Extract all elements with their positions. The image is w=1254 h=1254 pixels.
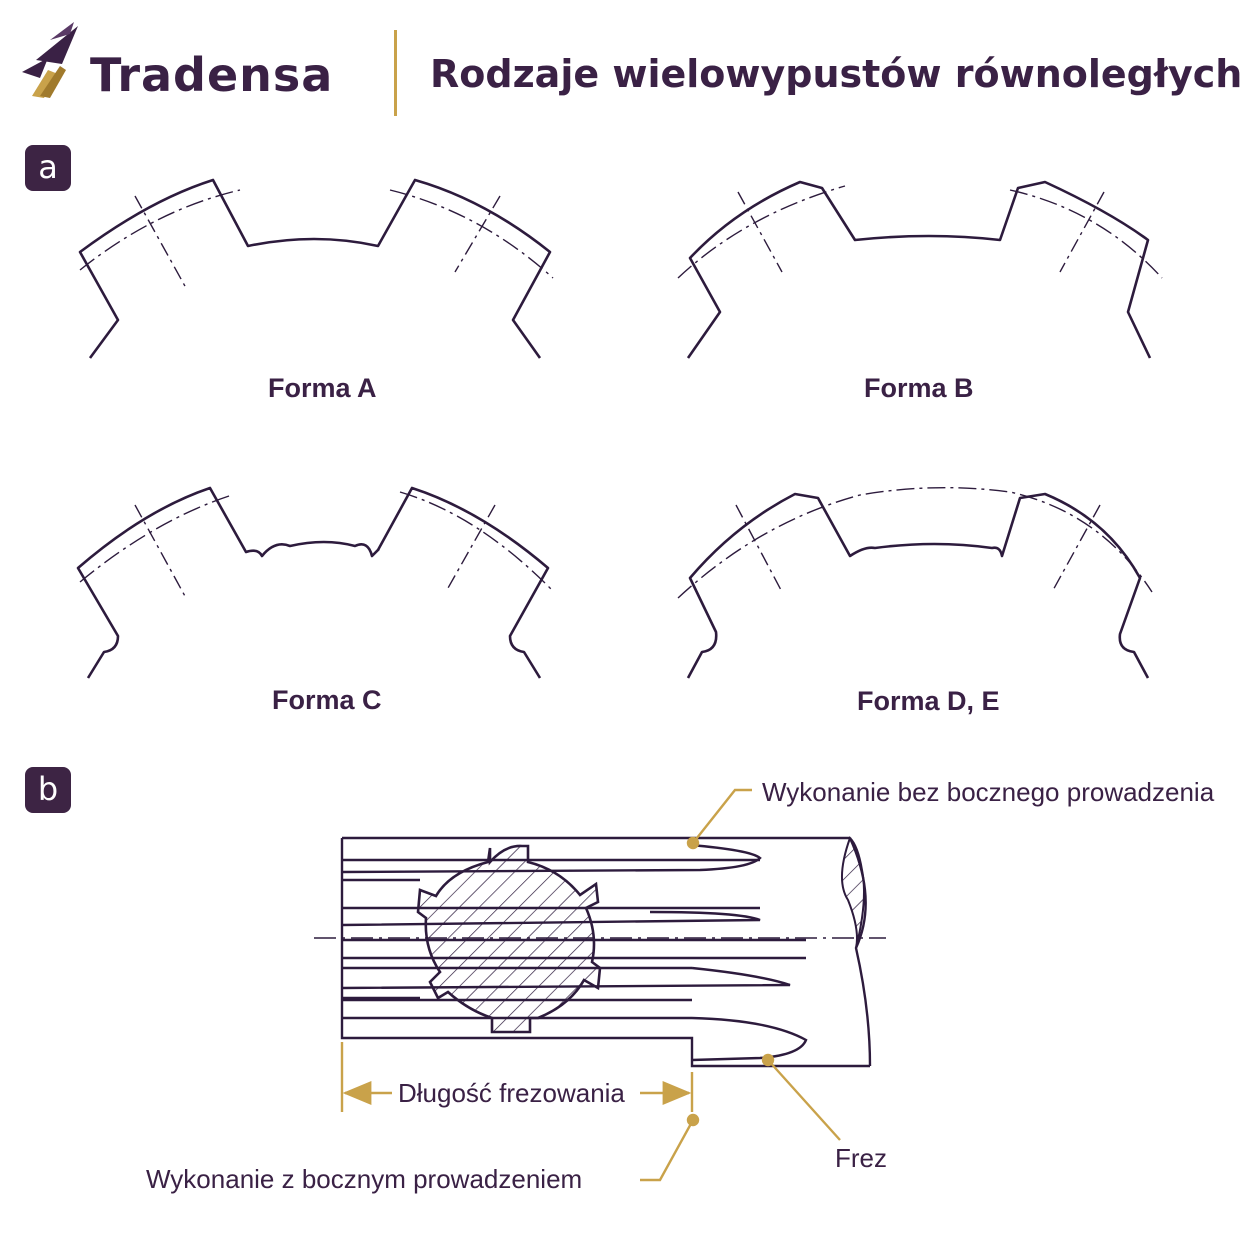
spline-profile-form-c — [76, 486, 553, 679]
milling-drawing — [314, 836, 886, 1068]
callout-without-side-guide: Wykonanie bez bocznego prowadzenia — [762, 777, 1215, 807]
spline-profile-form-a — [78, 178, 554, 359]
spline-cross-section — [416, 844, 602, 1034]
callout-cutter: Frez — [835, 1143, 887, 1173]
callout-milling-length: Długość frezowania — [398, 1078, 625, 1108]
spline-profile-form-de — [677, 486, 1153, 679]
header: Tradensa Rodzaje wielowypustów równoległ… — [0, 0, 1254, 130]
tradensa-logo-icon — [22, 22, 78, 98]
form-c-label: Forma C — [272, 685, 382, 715]
callout-with-side-guide: Wykonanie z bocznym prowadzeniem — [146, 1164, 583, 1194]
form-a-label: Forma A — [268, 373, 377, 403]
page-title: Rodzaje wielowypustów równoległych — [430, 52, 1243, 96]
brand-name: Tradensa — [90, 48, 334, 102]
form-de-label: Forma D, E — [857, 686, 1000, 716]
callout-leaders — [340, 788, 841, 1182]
section-badge-b: b — [25, 767, 71, 813]
spline-profile-form-b — [677, 180, 1163, 359]
form-b-label: Forma B — [864, 373, 974, 403]
header-divider — [394, 30, 397, 116]
section-badge-a: a — [25, 145, 71, 191]
